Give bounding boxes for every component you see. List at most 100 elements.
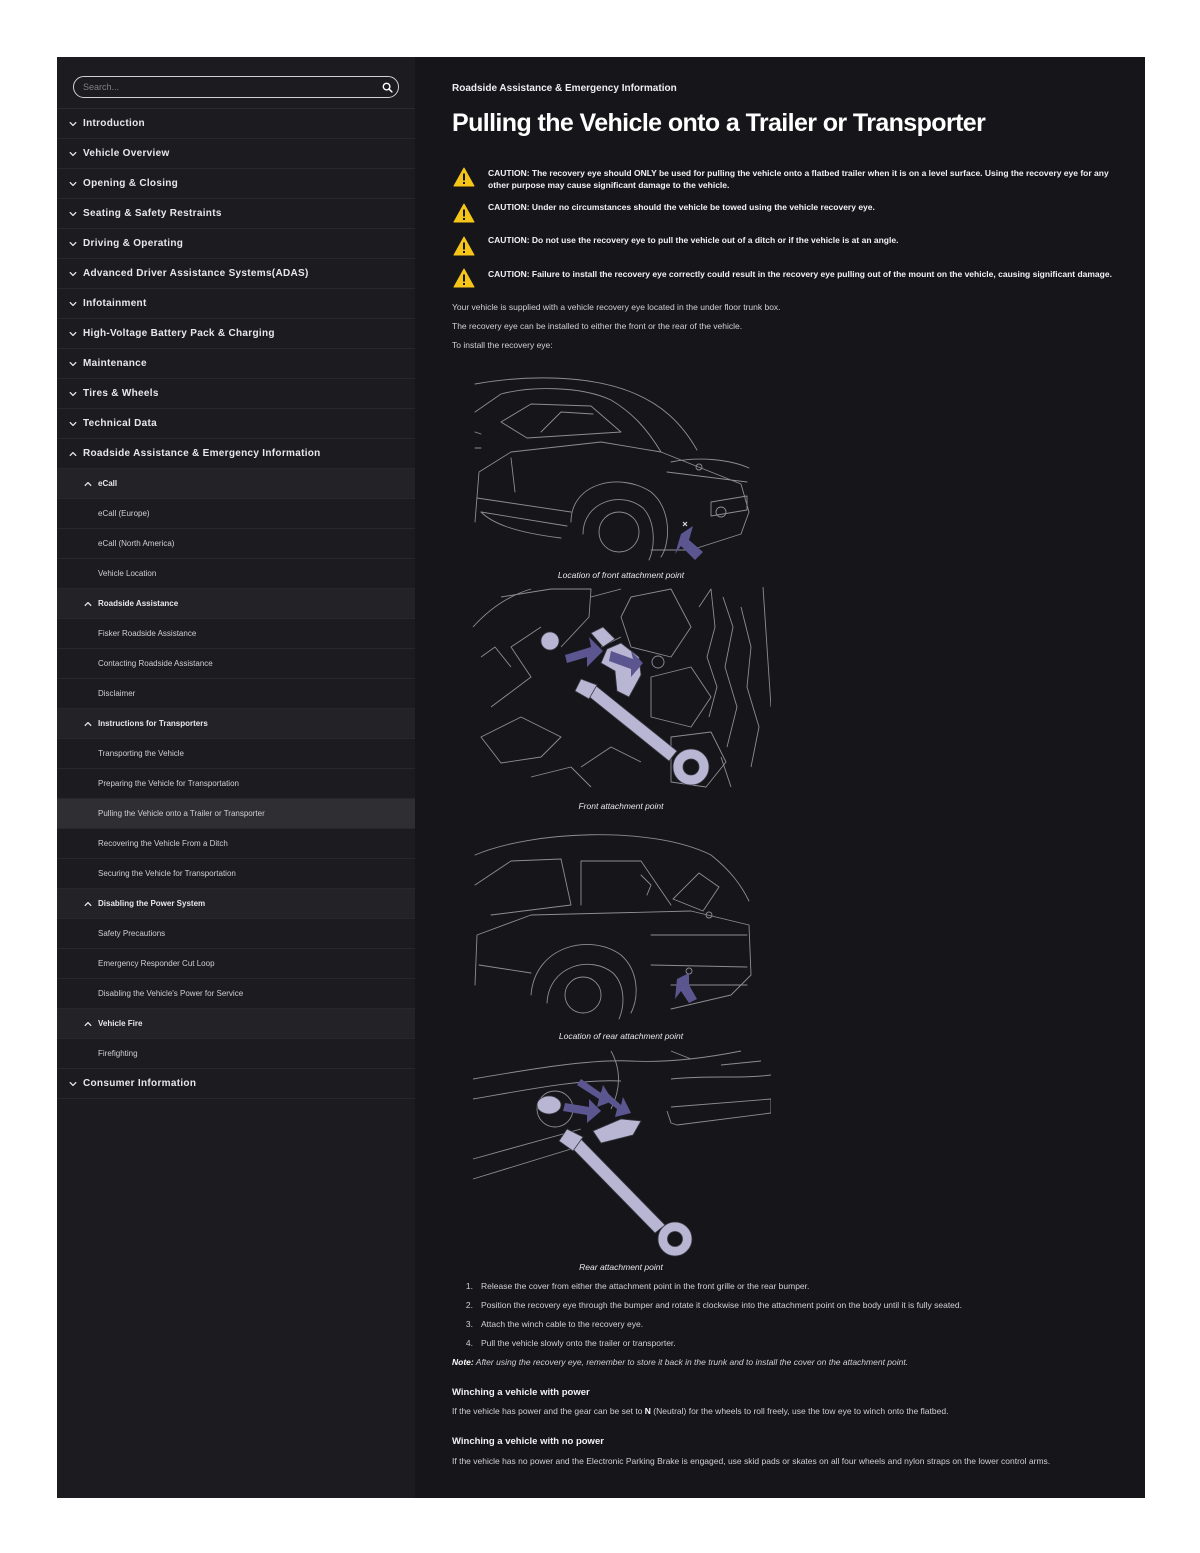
sidebar-subsection[interactable]: Disabling the Power System bbox=[57, 889, 415, 919]
section-text: If the vehicle has power and the gear ca… bbox=[452, 1406, 645, 1416]
sidebar-link[interactable]: Disabling the Vehicle's Power for Servic… bbox=[57, 979, 415, 1009]
sidebar-section[interactable]: Opening & Closing bbox=[57, 169, 415, 199]
chevron-up-icon bbox=[82, 478, 93, 489]
sidebar-item-label: Safety Precautions bbox=[98, 929, 166, 938]
chevron-down-icon bbox=[67, 238, 78, 249]
page-title: Pulling the Vehicle onto a Trailer or Tr… bbox=[452, 109, 986, 137]
chevron-up-icon bbox=[82, 718, 93, 729]
section-heading: Winching a vehicle with no power bbox=[452, 1436, 604, 1447]
sidebar-subsection[interactable]: eCall bbox=[57, 469, 415, 499]
rear-vehicle-illustration bbox=[474, 834, 752, 1020]
caution-text: CAUTION: Failure to install the recovery… bbox=[488, 269, 1112, 279]
sidebar-link[interactable]: Emergency Responder Cut Loop bbox=[57, 949, 415, 979]
search-icon[interactable] bbox=[376, 77, 398, 97]
sidebar-link[interactable]: Securing the Vehicle for Transportation bbox=[57, 859, 415, 889]
sidebar-link[interactable]: Pulling the Vehicle onto a Trailer or Tr… bbox=[57, 799, 415, 829]
breadcrumb[interactable]: Roadside Assistance & Emergency Informat… bbox=[452, 83, 677, 94]
sidebar-link[interactable]: Firefighting bbox=[57, 1039, 415, 1069]
front-vehicle-illustration bbox=[474, 377, 750, 561]
intro-paragraph: To install the recovery eye: bbox=[452, 340, 553, 350]
chevron-up-icon bbox=[82, 1018, 93, 1029]
main-content: Roadside Assistance & Emergency Informat… bbox=[415, 57, 1145, 1498]
sidebar-item-label: High-Voltage Battery Pack & Charging bbox=[83, 328, 275, 339]
step-text: Release the cover from either the attach… bbox=[481, 1281, 810, 1291]
sidebar-link[interactable]: eCall (North America) bbox=[57, 529, 415, 559]
chevron-down-icon bbox=[67, 178, 78, 189]
sidebar-item-label: Disabling the Power System bbox=[98, 899, 206, 908]
sidebar-link[interactable]: Contacting Roadside Assistance bbox=[57, 649, 415, 679]
warning-icon bbox=[453, 167, 475, 187]
sidebar-link[interactable]: Preparing the Vehicle for Transportation bbox=[57, 769, 415, 799]
warning-icon bbox=[453, 203, 475, 223]
sidebar-section[interactable]: Vehicle Overview bbox=[57, 139, 415, 169]
section-heading: Winching a vehicle with power bbox=[452, 1387, 590, 1398]
step-number: 4. bbox=[465, 1338, 473, 1348]
chevron-up-icon bbox=[82, 898, 93, 909]
sidebar-subsection[interactable]: Instructions for Transporters bbox=[57, 709, 415, 739]
sidebar-section[interactable]: Consumer Information bbox=[57, 1069, 415, 1099]
search-box bbox=[73, 76, 399, 98]
chevron-up-icon bbox=[67, 448, 78, 459]
figure-caption: Rear attachment point bbox=[579, 1262, 663, 1272]
sidebar-item-label: Transporting the Vehicle bbox=[98, 749, 184, 758]
sidebar-link[interactable]: Recovering the Vehicle From a Ditch bbox=[57, 829, 415, 859]
sidebar-section[interactable]: Roadside Assistance & Emergency Informat… bbox=[57, 439, 415, 469]
sidebar-link[interactable]: eCall (Europe) bbox=[57, 499, 415, 529]
sidebar-section[interactable]: High-Voltage Battery Pack & Charging bbox=[57, 319, 415, 349]
sidebar-section[interactable]: Tires & Wheels bbox=[57, 379, 415, 409]
sidebar-item-label: Consumer Information bbox=[83, 1078, 197, 1089]
sidebar-link[interactable]: Transporting the Vehicle bbox=[57, 739, 415, 769]
step-number: 3. bbox=[465, 1319, 473, 1329]
sidebar-section[interactable]: Technical Data bbox=[57, 409, 415, 439]
caution-3: CAUTION: Do not use the recovery eye to … bbox=[453, 234, 1113, 256]
step-number: 1. bbox=[465, 1281, 473, 1291]
sidebar-item-label: Introduction bbox=[83, 118, 145, 129]
sidebar-item-label: Instructions for Transporters bbox=[98, 719, 208, 728]
sidebar-subsection[interactable]: Vehicle Fire bbox=[57, 1009, 415, 1039]
sidebar-item-label: Recovering the Vehicle From a Ditch bbox=[98, 839, 228, 848]
section-text: (Neutral) for the wheels to roll freely,… bbox=[650, 1406, 949, 1416]
sidebar-item-label: Seating & Safety Restraints bbox=[83, 208, 222, 219]
intro-paragraph: Your vehicle is supplied with a vehicle … bbox=[452, 302, 781, 312]
figure-caption: Location of front attachment point bbox=[557, 570, 685, 580]
note-label: Note: bbox=[452, 1357, 474, 1367]
sidebar-item-label: Fisker Roadside Assistance bbox=[98, 629, 197, 638]
sidebar-item-label: Vehicle Overview bbox=[83, 148, 170, 159]
step-text: Pull the vehicle slowly onto the trailer… bbox=[481, 1338, 676, 1348]
sidebar-item-label: Opening & Closing bbox=[83, 178, 179, 189]
sidebar-link[interactable]: Disclaimer bbox=[57, 679, 415, 709]
sidebar-item-label: Roadside Assistance bbox=[98, 599, 179, 608]
sidebar-section[interactable]: Infotainment bbox=[57, 289, 415, 319]
sidebar-item-label: Vehicle Fire bbox=[98, 1019, 143, 1028]
sidebar-item-label: Infotainment bbox=[83, 298, 147, 309]
front-attachment-arrow bbox=[675, 521, 703, 560]
sidebar-link[interactable]: Safety Precautions bbox=[57, 919, 415, 949]
sidebar-item-label: eCall (North America) bbox=[98, 539, 175, 548]
sidebar-section[interactable]: Driving & Operating bbox=[57, 229, 415, 259]
note: Note: After using the recovery eye, reme… bbox=[452, 1357, 908, 1367]
sidebar-link[interactable]: Vehicle Location bbox=[57, 559, 415, 589]
chevron-down-icon bbox=[67, 148, 78, 159]
sidebar-item-label: Technical Data bbox=[83, 418, 158, 429]
sidebar-section[interactable]: Maintenance bbox=[57, 349, 415, 379]
rear-attachment-illustration bbox=[472, 1050, 771, 1257]
sidebar-link[interactable]: Fisker Roadside Assistance bbox=[57, 619, 415, 649]
sidebar-section[interactable]: Introduction bbox=[57, 109, 415, 139]
sidebar-item-label: Securing the Vehicle for Transportation bbox=[98, 869, 236, 878]
chevron-down-icon bbox=[67, 1078, 78, 1089]
sidebar-item-label: Tires & Wheels bbox=[83, 388, 159, 399]
caution-text: CAUTION: Do not use the recovery eye to … bbox=[488, 235, 899, 245]
search-input[interactable] bbox=[74, 82, 376, 92]
figure-caption: Front attachment point bbox=[578, 801, 664, 811]
sidebar-section[interactable]: Advanced Driver Assistance Systems(ADAS) bbox=[57, 259, 415, 289]
sidebar-item-label: Preparing the Vehicle for Transportation bbox=[98, 779, 239, 788]
sidebar-item-label: Disabling the Vehicle's Power for Servic… bbox=[98, 989, 244, 998]
sidebar-section[interactable]: Seating & Safety Restraints bbox=[57, 199, 415, 229]
sidebar-subsection[interactable]: Roadside Assistance bbox=[57, 589, 415, 619]
step-text: Attach the winch cable to the recovery e… bbox=[481, 1319, 644, 1329]
chevron-down-icon bbox=[67, 208, 78, 219]
sidebar-item-label: Emergency Responder Cut Loop bbox=[98, 959, 215, 968]
chevron-down-icon bbox=[67, 328, 78, 339]
recovery-eye-tool bbox=[540, 626, 710, 786]
